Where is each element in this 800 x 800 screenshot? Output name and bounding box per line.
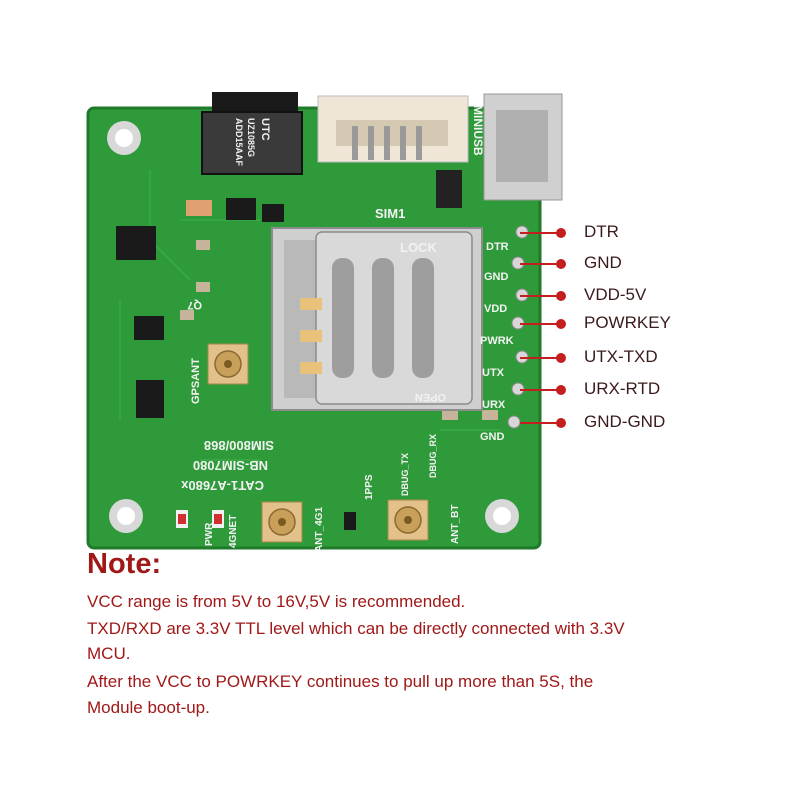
model-line-3: CAT1-A7680x [180, 478, 264, 493]
gsm-module-board: UTC UZ1085G ADD15AAF MINIUSB SIM1 Q7 [86, 92, 563, 552]
note-title: Note: [87, 548, 162, 580]
pin-label-dtr: DTR [584, 222, 619, 241]
pin-leader-line [520, 422, 558, 424]
note-line-powrkey: After the VCC to POWRKEY continues to pu… [87, 672, 594, 691]
edge-pin-label: UTX [482, 367, 505, 379]
pin-label-gnd-gnd: GND-GND [584, 412, 666, 431]
mounting-hole-br [485, 499, 519, 533]
pin-label-gnd: GND [584, 253, 622, 272]
note-line-mcu: MCU. [87, 644, 131, 663]
regulator-line-1: UTC [259, 118, 271, 141]
pin-leader-line [520, 323, 558, 325]
pin-label-powrkey: POWRKEY [584, 313, 671, 332]
edge-pin-label: GND [484, 271, 509, 283]
regulator-line-2: UZ1085G [246, 118, 256, 157]
sim-label: SIM1 [375, 206, 405, 221]
ant-bt-label: ANT_BT [450, 505, 461, 544]
smd-components [116, 198, 498, 420]
edge-pin-label: GND [480, 431, 505, 443]
edge-pin-label: PWRK [480, 335, 514, 347]
note-line-vcc: VCC range is from 5V to 16V,5V is recomm… [87, 592, 466, 611]
gpsant-label: GPSANT [190, 358, 202, 404]
q7-label: Q7 [187, 299, 202, 311]
mounting-hole-tl [107, 121, 141, 155]
regulator-line-3: ADD15AAF [234, 118, 244, 167]
pin-dot [556, 418, 566, 428]
model-line-2: NB-SIM7080 [193, 458, 268, 473]
battery-connector [317, 95, 469, 163]
dbug-tx-label: DBUG_TX [400, 453, 410, 496]
micro-usb-port: MINIUSB [471, 93, 563, 201]
antenna-bt-connector [387, 499, 429, 541]
sim-lock-text: LOCK [400, 240, 437, 255]
pin-label-utx: UTX-TXD [584, 347, 658, 366]
pin-label-urx: URX-RTD [584, 379, 661, 398]
pin-dot [556, 259, 566, 269]
pps-label: 1PPS [364, 474, 375, 500]
gps-antenna-connector [207, 343, 249, 385]
pin-leader-line [520, 357, 558, 359]
pin-leader-line [520, 263, 558, 265]
pin-dot [556, 228, 566, 238]
dbug-rx-label: DBUG_RX [428, 434, 438, 478]
diode [436, 170, 462, 208]
pin-dot [556, 319, 566, 329]
pin-dot [556, 291, 566, 301]
edge-pin-labels: DTR GND VDD PWRK UTX URX GND [480, 241, 514, 443]
model-silkscreen: SIM800/868 NB-SIM7080 CAT1-A7680x [180, 438, 274, 493]
edge-pin-label: URX [482, 399, 506, 411]
model-line-1: SIM800/868 [204, 438, 274, 453]
usb-label: MINIUSB [471, 105, 485, 156]
antenna-4g-connector [261, 501, 303, 543]
net-4g-label: 4GNET [228, 515, 239, 548]
edge-pin-label: DTR [486, 241, 509, 253]
pin-leader-line [520, 232, 558, 234]
sim-open-text: OPEN [415, 391, 446, 403]
pin-dot [556, 385, 566, 395]
sim-card-holder: LOCK OPEN [271, 227, 483, 411]
pin-dot [556, 353, 566, 363]
pin-label-vdd: VDD-5V [584, 285, 647, 304]
pin-leader-line [520, 295, 558, 297]
mounting-hole-bl [109, 499, 143, 533]
note-line-ttl: TXD/RXD are 3.3V TTL level which can be … [87, 619, 625, 638]
ant-4g1-label: ANT_4G1 [314, 507, 325, 552]
pin-leader-line [520, 389, 558, 391]
bottom-leds [176, 510, 356, 530]
edge-pin-label: VDD [484, 303, 507, 315]
voltage-regulator: UTC UZ1085G ADD15AAF [201, 92, 303, 175]
note-line-bootup: Module boot-up. [87, 698, 210, 717]
pwr-label: PWR [204, 522, 215, 546]
